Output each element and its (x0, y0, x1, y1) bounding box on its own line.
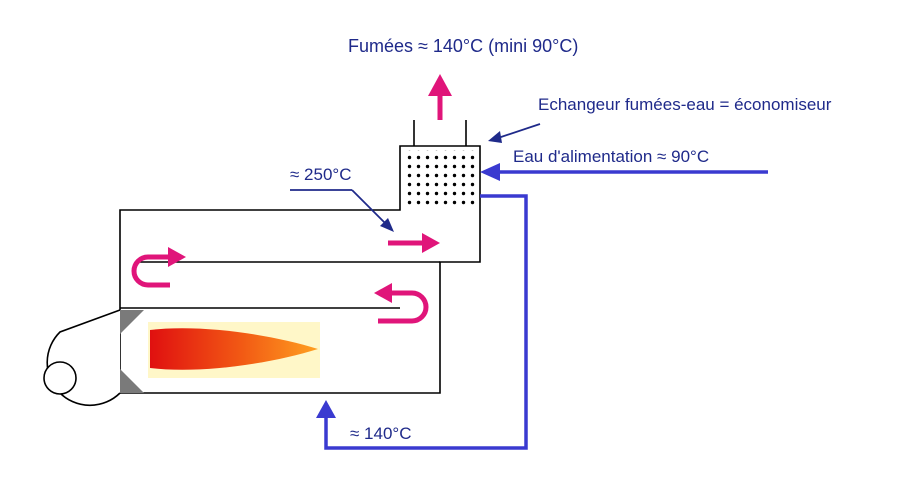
centrifugal-fan-icon (43, 309, 121, 407)
feed-water-line (316, 163, 768, 450)
gas-arrowheads (168, 74, 452, 303)
leader-arrows (290, 123, 541, 232)
gas-flow-arrows (131, 96, 443, 324)
gas-temperature-label: ≈ 250°C (290, 165, 352, 184)
water-temperature-label: ≈ 140°C (350, 424, 412, 443)
burner-blocks (120, 310, 144, 393)
feed-water-label: Eau d'alimentation ≈ 90°C (513, 147, 709, 166)
flue-gas-label: Fumées ≈ 140°C (mini 90°C) (348, 36, 578, 56)
economizer-label: Echangeur fumées-eau = économiseur (538, 95, 832, 114)
flame-icon (148, 322, 320, 378)
chimney (413, 120, 467, 146)
economizer-tube-bank-icon (403, 150, 477, 208)
